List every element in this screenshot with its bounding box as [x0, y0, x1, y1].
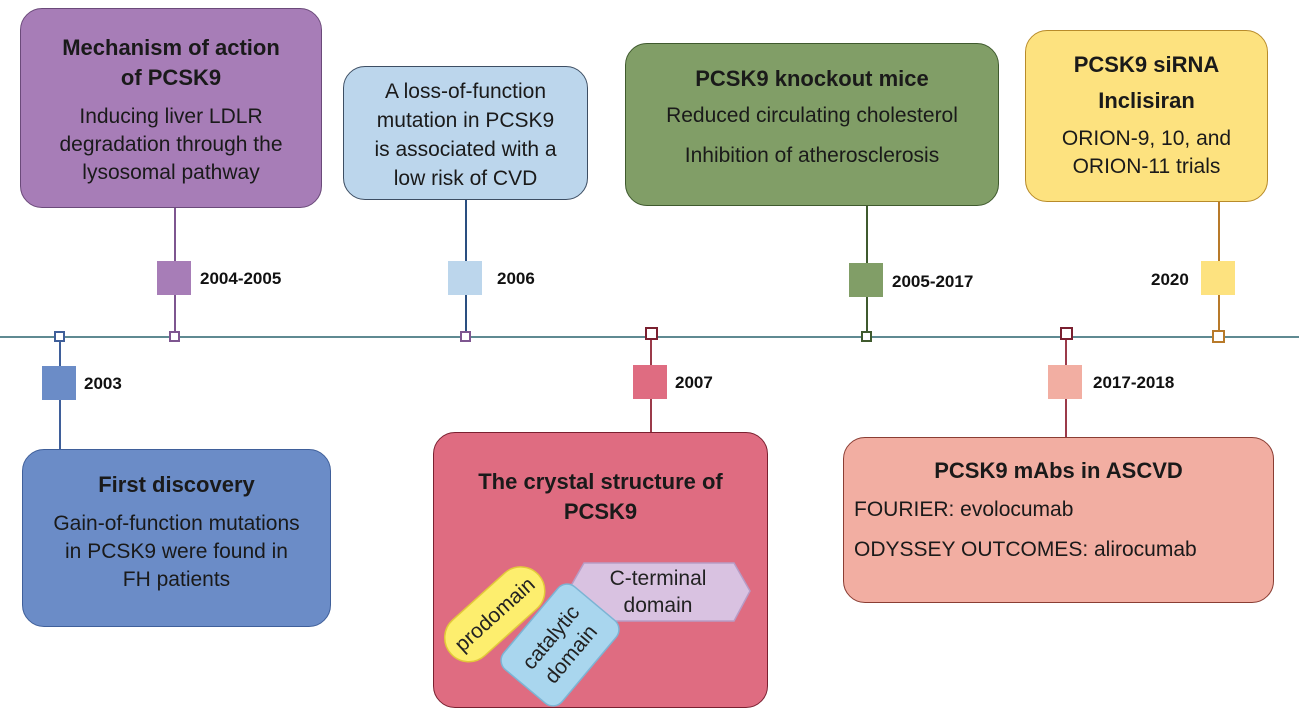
axis-marker-2017-2018	[1060, 327, 1073, 340]
year-square-2004	[157, 261, 191, 295]
card-first-discovery: First discovery Gain-of-function mutatio…	[22, 449, 331, 627]
pcsk9-domain-illustration: C-terminal domain prodomain catalytic do…	[443, 562, 751, 707]
axis-marker-2004	[169, 331, 180, 342]
card-title-line: Mechanism of action	[62, 35, 280, 60]
card-title: The crystal structure of PCSK9	[434, 467, 767, 527]
axis-marker-2007	[645, 327, 658, 340]
card-text: Reduced circulating cholesterol Inhibiti…	[626, 102, 998, 170]
card-title-line: Inclisiran	[1098, 88, 1195, 113]
card-title: First discovery	[98, 472, 255, 497]
card-crystal-structure: The crystal structure of PCSK9 C-termina…	[433, 432, 768, 708]
year-label-2006: 2006	[497, 269, 535, 288]
card-text: Inducing liver LDLR degradation through …	[21, 103, 321, 187]
catalytic-domain-shape	[500, 583, 620, 707]
card-loss-of-function: A loss-of-function mutation in PCSK9 is …	[343, 66, 588, 200]
card-title: Mechanism of action of PCSK9	[21, 33, 321, 93]
axis-marker-2003	[54, 331, 65, 342]
card-sirna-inclisiran: PCSK9 siRNA Inclisiran ORION-9, 10, and …	[1025, 30, 1268, 202]
prodomain-shape	[443, 566, 546, 663]
year-label-2007: 2007	[675, 373, 713, 392]
card-text-line: ORION-9, 10, and	[1061, 127, 1232, 150]
year-square-2005-2017	[849, 263, 883, 297]
year-square-2017-2018	[1048, 365, 1082, 399]
year-square-2020	[1201, 261, 1235, 295]
card-text: A loss-of-function mutation in PCSK9 is …	[344, 77, 587, 193]
card-text: FOURIER: evolocumab ODYSSEY OUTCOMES: al…	[844, 496, 1273, 564]
card-text-line: is associated with a	[374, 138, 557, 161]
card-title-line: PCSK9 siRNA	[1073, 52, 1220, 77]
year-square-2003	[42, 366, 76, 400]
axis-marker-2020	[1212, 330, 1225, 343]
card-title: PCSK9 siRNA Inclisiran	[1026, 47, 1267, 119]
year-label-2003: 2003	[84, 374, 122, 393]
axis-marker-2006	[460, 331, 471, 342]
card-text-line: low risk of CVD	[393, 167, 538, 190]
card-text-line: Gain-of-function mutations	[53, 512, 300, 535]
card-text-line: Inhibition of atherosclerosis	[684, 144, 940, 167]
c-terminal-domain-label-2: domain	[624, 594, 693, 617]
year-square-2006	[448, 261, 482, 295]
card-text-line: degradation through the	[59, 133, 283, 156]
c-terminal-domain-label: C-terminal	[610, 567, 707, 590]
card-mabs-ascvd: PCSK9 mAbs in ASCVD FOURIER: evolocumab …	[843, 437, 1274, 603]
year-label-2005-2017: 2005-2017	[892, 272, 974, 291]
axis-marker-2005-2017	[861, 331, 872, 342]
card-title-line: PCSK9	[563, 499, 638, 524]
card-title-line: The crystal structure of	[478, 469, 723, 494]
card-title: PCSK9 mAbs in ASCVD	[934, 458, 1183, 483]
card-knockout-mice: PCSK9 knockout mice Reduced circulating …	[625, 43, 999, 206]
year-label-2020: 2020	[1151, 270, 1189, 289]
card-text-line: in PCSK9 were found in	[65, 540, 288, 563]
card-text-line: Inducing liver LDLR	[79, 105, 263, 128]
card-text: Gain-of-function mutations in PCSK9 were…	[23, 510, 330, 594]
card-text: ORION-9, 10, and ORION-11 trials	[1026, 125, 1267, 181]
card-mechanism: Mechanism of action of PCSK9 Inducing li…	[20, 8, 322, 208]
card-text-line: ODYSSEY OUTCOMES: alirocumab	[854, 538, 1197, 561]
year-label-2017-2018: 2017-2018	[1093, 373, 1175, 392]
year-square-2007	[633, 365, 667, 399]
card-text-line: FH patients	[122, 568, 231, 591]
card-title: PCSK9 knockout mice	[695, 66, 929, 91]
card-text-line: ORION-11 trials	[1072, 155, 1221, 178]
card-text-line: FOURIER: evolocumab	[854, 498, 1074, 521]
card-text-line: Reduced circulating cholesterol	[666, 104, 958, 127]
card-title-line: of PCSK9	[120, 65, 222, 90]
card-text-line: A loss-of-function	[384, 80, 547, 103]
card-text-line: lysosomal pathway	[82, 161, 260, 184]
card-text-line: mutation in PCSK9	[376, 109, 555, 132]
year-label-2004: 2004-2005	[200, 269, 282, 288]
